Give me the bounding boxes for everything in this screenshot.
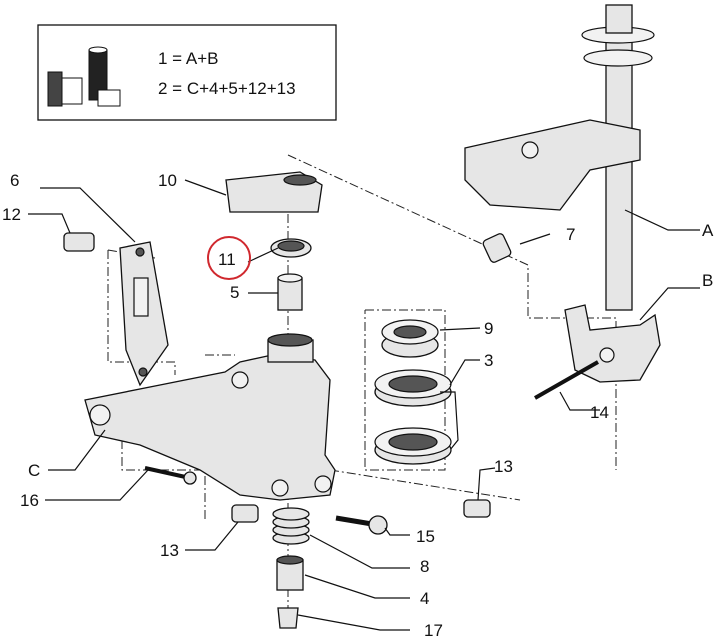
callout-8: 8	[420, 557, 429, 576]
legend-box: 1 = A+B 2 = C+4+5+12+13	[37, 24, 337, 121]
callout-labels: 10 11 5 6 12 7 A B 9 3 14 C 16 13 13 15 …	[2, 171, 714, 638]
callout-b: B	[702, 271, 713, 290]
callout-13-left: 13	[160, 541, 179, 560]
callout-13-right: 13	[494, 457, 513, 476]
callout-6: 6	[10, 171, 19, 190]
part-c-housing	[84, 333, 336, 501]
part-11-seal-ring	[270, 238, 312, 258]
callout-12: 12	[2, 205, 21, 224]
part-6-plate	[119, 241, 169, 387]
part-7-bushing	[482, 233, 512, 263]
grease-products-icon	[47, 46, 121, 107]
part-13-pin-right	[463, 499, 491, 518]
callout-14: 14	[590, 403, 609, 422]
callout-11: 11	[218, 250, 236, 269]
callout-16: 16	[20, 491, 39, 510]
part-16-bolt	[144, 466, 197, 485]
part-8-spring	[272, 507, 310, 545]
callout-c: C	[28, 461, 40, 480]
callout-15: 15	[416, 527, 435, 546]
part-9-bearing-ring	[381, 319, 439, 358]
part-12-pin	[63, 232, 95, 252]
part-15-bolt	[335, 515, 388, 535]
part-5-bush	[277, 273, 303, 311]
part-4-bush	[276, 555, 304, 591]
callout-3: 3	[484, 351, 493, 370]
part-14-pin	[534, 360, 599, 400]
legend-line-2: 2 = C+4+5+12+13	[158, 79, 296, 98]
part-13-pin-left	[231, 504, 259, 523]
legend-line-1: 1 = A+B	[158, 49, 219, 68]
part-3-bracket	[374, 369, 459, 465]
part-b-selector	[564, 304, 661, 383]
callout-10: 10	[158, 171, 177, 190]
leader-lines	[28, 179, 700, 631]
callout-4: 4	[420, 589, 429, 608]
part-10-cap	[225, 171, 323, 213]
callout-7: 7	[566, 225, 575, 244]
callout-9: 9	[484, 319, 493, 338]
highlight-circle	[207, 236, 251, 280]
callout-17: 17	[424, 621, 443, 638]
callout-5: 5	[230, 283, 239, 302]
part-17-plug	[277, 607, 299, 629]
part-a-shift-shaft	[464, 4, 655, 311]
callout-a: A	[702, 221, 714, 240]
